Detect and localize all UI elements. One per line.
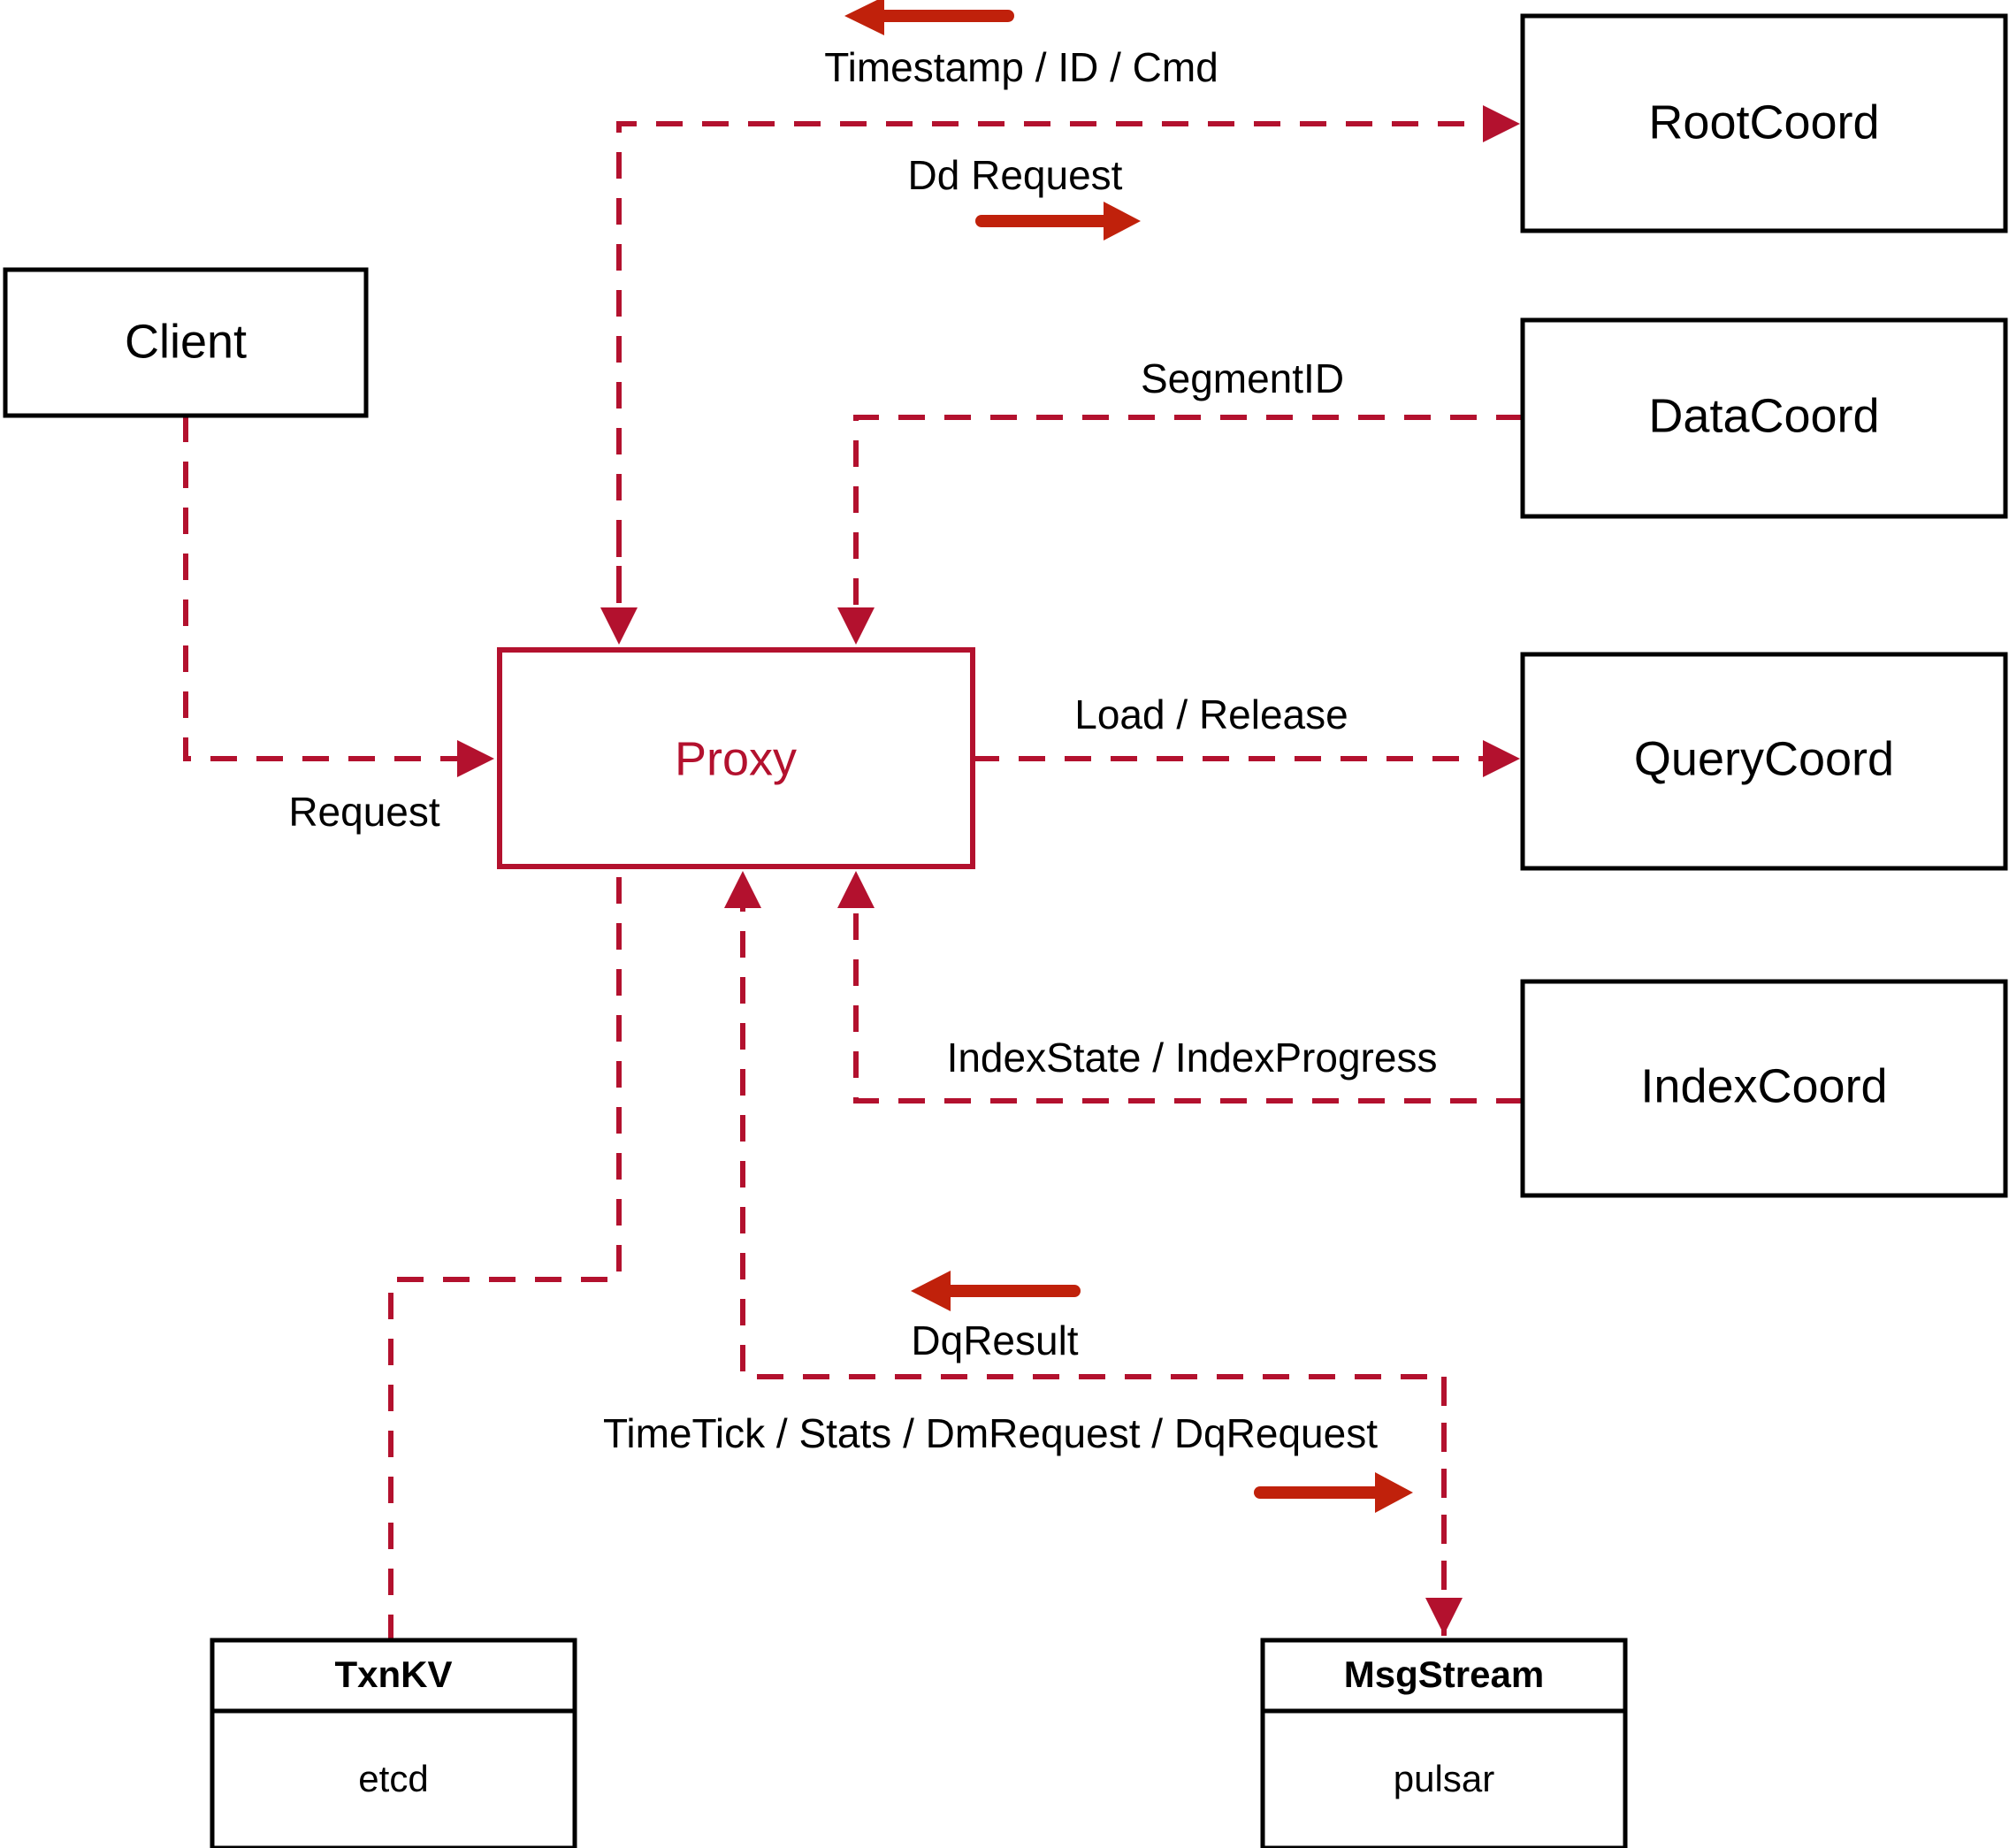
edge-label-segment-id: SegmentID: [1141, 355, 1344, 401]
node-txnkv-title: TxnKV: [334, 1653, 452, 1695]
node-txnkv-body: etcd: [358, 1758, 428, 1799]
edge-label-request: Request: [288, 789, 440, 835]
node-datacoord-label: DataCoord: [1648, 389, 1879, 442]
node-msgstream[interactable]: [1260, 1638, 1628, 1848]
node-client[interactable]: [3, 267, 369, 418]
node-rootcoord-label: RootCoord: [1648, 95, 1879, 149]
edge-msgstream-to-proxy: [724, 871, 1447, 1636]
direction-arrow-timestamp: [844, 0, 1014, 35]
edge-client-to-proxy: [183, 416, 494, 777]
edge-indexcoord-to-proxy: [837, 871, 1523, 1103]
edge-label-load-release: Load / Release: [1074, 691, 1348, 737]
node-msgstream-body: pulsar: [1394, 1758, 1494, 1799]
edge-label-dd-request: Dd Request: [908, 152, 1123, 198]
direction-arrow-dd-request: [975, 202, 1141, 241]
node-client-label: Client: [125, 315, 247, 368]
node-txnkv[interactable]: [210, 1638, 577, 1848]
node-indexcoord[interactable]: [1520, 979, 2008, 1198]
node-querycoord[interactable]: [1520, 652, 2008, 871]
edge-label-timestamp-id-cmd: Timestamp / ID / Cmd: [824, 44, 1218, 90]
edge-label-index-state-progress: IndexState / IndexProgress: [947, 1035, 1438, 1081]
node-datacoord[interactable]: [1520, 317, 2008, 519]
node-rootcoord[interactable]: [1520, 13, 2008, 233]
node-querycoord-label: QueryCoord: [1634, 732, 1894, 785]
edge-label-timetick-stats-dm-dq: TimeTick / Stats / DmRequest / DqRequest: [603, 1410, 1378, 1456]
node-indexcoord-label: IndexCoord: [1640, 1059, 1887, 1112]
edge-proxy-to-txnkv: [388, 877, 622, 1640]
direction-arrow-dq-request: [1254, 1472, 1413, 1513]
node-msgstream-title: MsgStream: [1344, 1653, 1544, 1695]
direction-arrow-dq-result: [911, 1271, 1081, 1311]
node-proxy[interactable]: [497, 647, 975, 869]
node-proxy-label: Proxy: [675, 732, 797, 785]
edge-label-dq-result: DqResult: [911, 1317, 1078, 1363]
edge-proxy-to-rootcoord: [616, 105, 1520, 638]
edge-datacoord-to-proxy: [837, 415, 1523, 645]
